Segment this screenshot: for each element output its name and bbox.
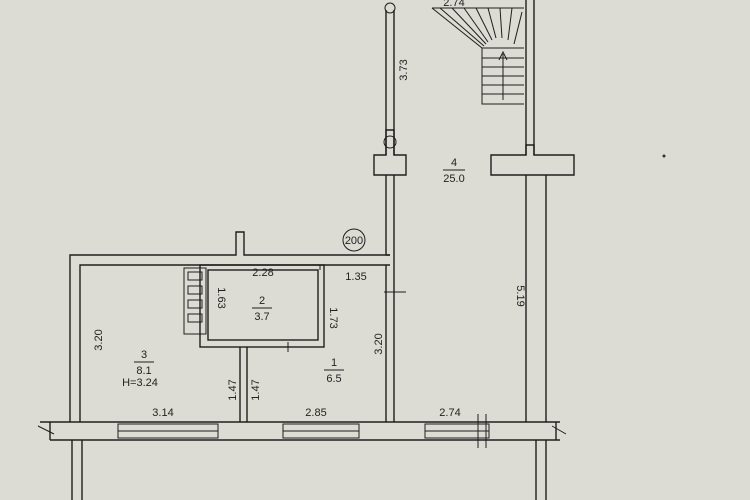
room-4-area: 25.0 xyxy=(443,173,464,185)
dim-3-14: 3.14 xyxy=(152,407,173,419)
dim-5-19: 5.19 xyxy=(514,285,526,306)
room-3-area: 8.1 xyxy=(136,365,151,377)
room-1-area: 6.5 xyxy=(326,373,341,385)
walls xyxy=(37,0,567,500)
speck xyxy=(662,154,666,158)
dim-2-28: 2.28 xyxy=(252,267,273,279)
windows xyxy=(117,414,490,448)
dim-1-47-a: 1.47 xyxy=(227,379,239,400)
dimension-labels: 3.73 2.74 2.28 1.35 1.63 1.73 3.20 3.20 … xyxy=(93,0,526,419)
dim-3-20-left: 3.20 xyxy=(93,329,105,350)
room-labels: 4 25.0 2 3.7 3 8.1 H=3.24 1 6.5 xyxy=(122,157,465,389)
room-1-number: 1 xyxy=(331,357,337,369)
dim-3-20-mid: 3.20 xyxy=(373,333,385,354)
staircase xyxy=(431,7,524,105)
dim-1-47-b: 1.47 xyxy=(250,379,262,400)
marker-label: 200 xyxy=(345,235,363,247)
dim-2-74-top: 2.74 xyxy=(443,0,464,9)
room-3-height: H=3.24 xyxy=(122,377,158,389)
room-3-number: 3 xyxy=(141,349,147,361)
dim-2-85: 2.85 xyxy=(305,407,326,419)
marker-circle xyxy=(342,228,366,252)
column-heads xyxy=(373,2,575,176)
room-2-area: 3.7 xyxy=(254,311,269,323)
dim-2-74-bottom: 2.74 xyxy=(439,407,460,419)
dim-1-73: 1.73 xyxy=(327,307,339,328)
room-4-number: 4 xyxy=(451,157,457,169)
dim-1-63: 1.63 xyxy=(215,287,227,308)
dim-3-73: 3.73 xyxy=(398,59,410,80)
room-2-number: 2 xyxy=(259,295,265,307)
room-2-walls xyxy=(183,264,406,422)
dim-1-35: 1.35 xyxy=(345,271,366,283)
